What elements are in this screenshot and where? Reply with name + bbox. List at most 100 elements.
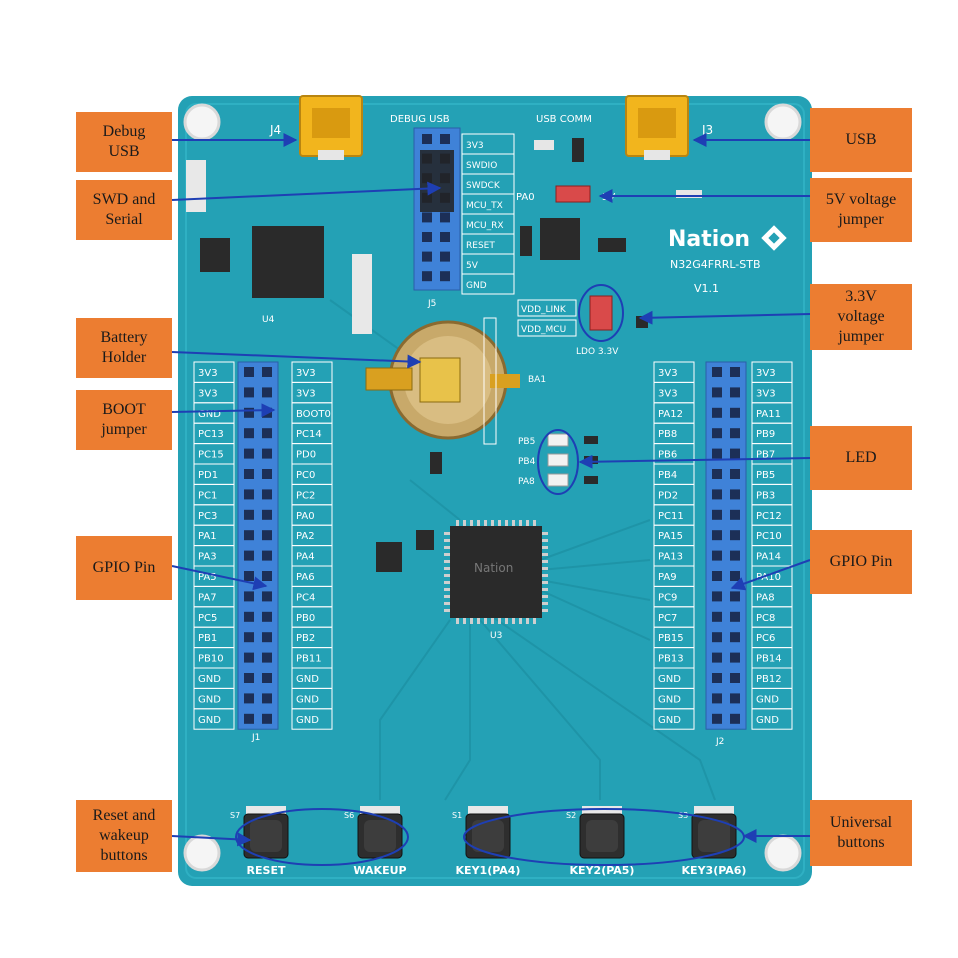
gpio-label: PA2 [296, 531, 315, 542]
gpio-pin [712, 489, 722, 500]
mount-hole [764, 834, 802, 872]
led-label: PB4 [518, 457, 536, 467]
gpio-label: PA12 [658, 409, 683, 420]
gpio-label: PC3 [198, 511, 217, 522]
gpio-label: PA8 [756, 592, 775, 603]
gpio-pin [262, 489, 272, 500]
gpio-label: PB13 [658, 654, 684, 665]
gpio-label: PC7 [658, 613, 677, 624]
gpio-label: PC10 [756, 531, 782, 542]
gpio-pin [730, 530, 740, 541]
gpio-label: PA4 [296, 552, 315, 563]
gpio-label: PB14 [756, 654, 782, 665]
gpio-label: GND [658, 694, 681, 705]
gpio-pin [262, 469, 272, 479]
gpio-pin [712, 448, 722, 459]
gpio-pin [730, 611, 740, 622]
gpio-label: PB2 [296, 633, 315, 644]
gpio-pin [712, 550, 722, 561]
swd-label: GND [466, 281, 487, 291]
gpio-label: PB10 [198, 654, 224, 665]
gpio-pin [244, 693, 254, 704]
gpio-pin [262, 591, 272, 602]
gpio-pin [712, 713, 722, 724]
gpio-label: PB8 [658, 429, 677, 440]
gpio-pin [730, 652, 740, 663]
gpio-pin [244, 591, 254, 602]
gpio-label: PB11 [296, 654, 322, 665]
gpio-label: GND [296, 694, 319, 705]
callout-swd-serial: SWD and Serial [76, 180, 172, 240]
gpio-pin [712, 693, 722, 704]
gpio-pin [712, 428, 722, 439]
gpio-label: PD1 [198, 470, 218, 481]
button-ref: S3 [678, 811, 688, 820]
gpio-pin [712, 407, 722, 418]
gpio-label: 3V3 [756, 368, 776, 379]
gpio-pin [262, 652, 272, 663]
swd-label: 5V [466, 261, 479, 271]
swd-pin [422, 251, 432, 262]
swd-pin [422, 212, 432, 223]
arrow-battery [171, 351, 422, 369]
gpio-pin [712, 673, 722, 683]
mount-hole [764, 103, 802, 141]
board-model: N32G4FRRL-STB [670, 258, 761, 271]
swd-pin [440, 232, 450, 242]
gpio-pin [262, 367, 272, 377]
gpio-pin [262, 509, 272, 520]
gpio-pin [262, 632, 272, 643]
arrow-gpio-right [730, 559, 811, 591]
led [547, 473, 569, 487]
gpio-pin [712, 652, 722, 663]
gpio-label: 3V3 [198, 388, 218, 399]
gpio-label: GND [198, 694, 221, 705]
gpio-pin [730, 509, 740, 520]
arrow-gpio-left [171, 565, 268, 591]
button-label: KEY3(PA6) [682, 864, 747, 877]
gpio-pin [712, 469, 722, 479]
gpio-label: PC8 [756, 613, 775, 624]
arrow-swd [171, 181, 442, 201]
gpio-label: PA13 [658, 552, 683, 563]
gpio-header [705, 361, 747, 730]
gpio-label: PA1 [198, 531, 217, 542]
swd-pin [422, 232, 432, 242]
gpio-label: PB5 [756, 470, 775, 481]
gpio-pin [262, 448, 272, 459]
swd-pin [440, 134, 450, 144]
main-mcu-chip [450, 526, 542, 618]
j3-label: J3 [701, 123, 713, 137]
u4-label: U4 [262, 315, 275, 325]
gpio-pin [244, 469, 254, 479]
gpio-pin [712, 530, 722, 541]
callout-universal-buttons: Universal buttons [810, 800, 912, 866]
board-version: V1.1 [694, 282, 719, 295]
u3-label: U3 [490, 631, 502, 641]
gpio-label: GND [198, 409, 221, 420]
gpio-pin [730, 469, 740, 479]
callout-3v3-jumper: 3.3V voltage jumper [810, 284, 912, 350]
gpio-pin [244, 571, 254, 581]
gpio-pin [262, 530, 272, 541]
gpio-label: 3V3 [296, 388, 316, 399]
swd-label: MCU_TX [466, 201, 503, 211]
gpio-pin [712, 509, 722, 520]
gpio-label: PB12 [756, 674, 782, 685]
gpio-label: PB4 [658, 470, 677, 481]
vdd-mcu-silk: VDD_MCU [521, 325, 566, 335]
svg-text:Nation: Nation [474, 561, 513, 575]
gpio-pin [244, 550, 254, 561]
gpio-label: GND [756, 715, 779, 726]
gpio-label: PA5 [198, 572, 217, 583]
gpio-pin [712, 591, 722, 602]
button-label: RESET [247, 864, 286, 877]
callout-boot-jumper: BOOT jumper [76, 390, 172, 450]
gpio-label: PC9 [658, 592, 677, 603]
debug-usb-silk: DEBUG USB [390, 114, 450, 125]
led [547, 453, 569, 467]
gpio-label: PB3 [756, 490, 775, 501]
callout-gpio-left: GPIO Pin [76, 536, 172, 600]
gpio-label: PA3 [198, 552, 217, 563]
swd-label: MCU_RX [466, 221, 504, 231]
